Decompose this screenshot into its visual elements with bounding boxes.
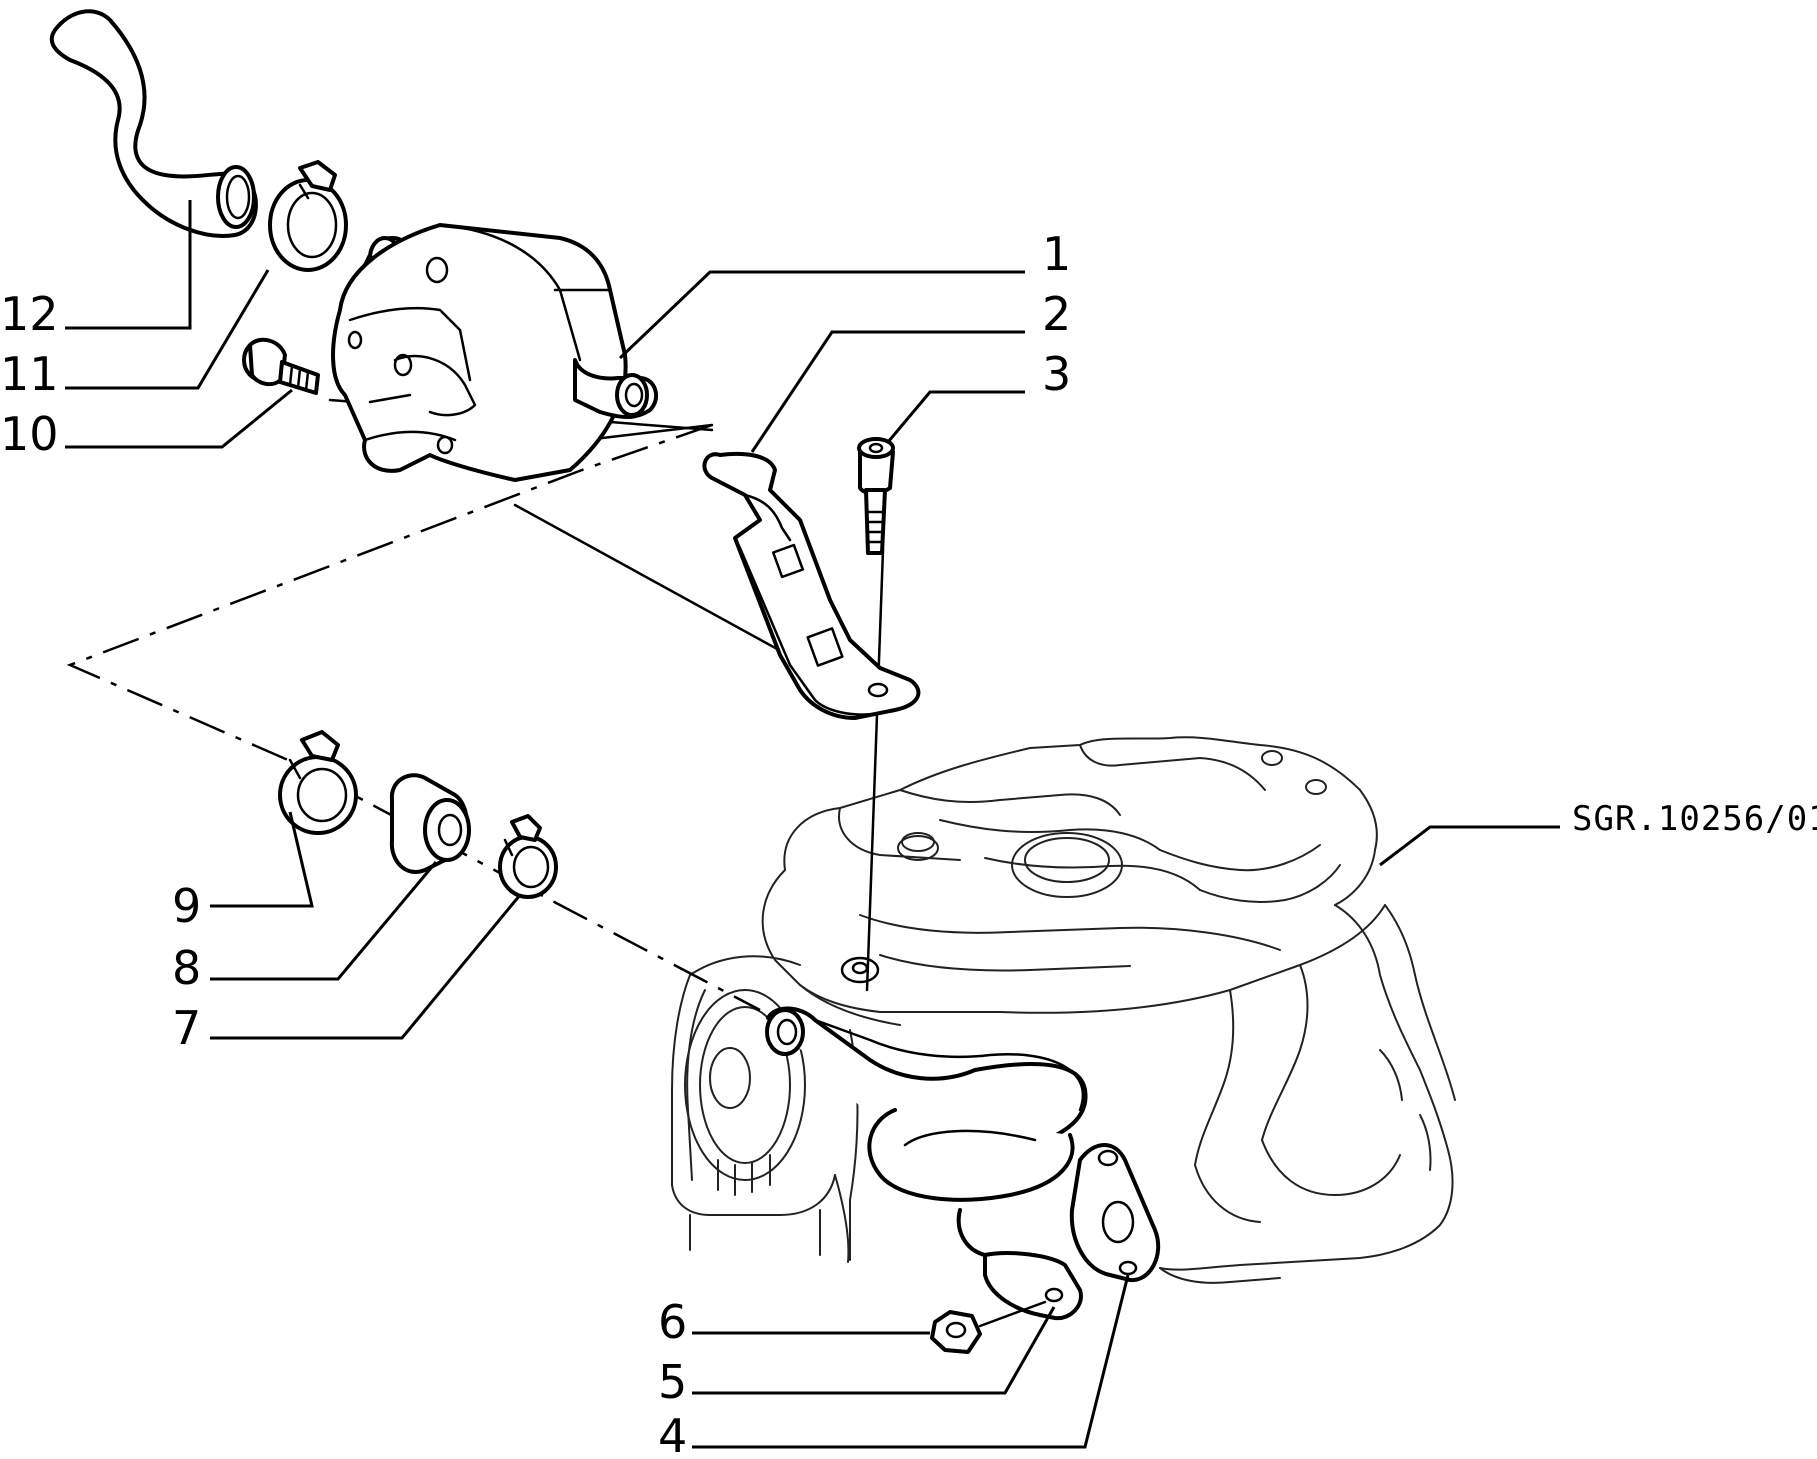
- callout-7: 7: [172, 1001, 201, 1055]
- valve-housing-part-1: [331, 223, 659, 482]
- bracket-part-2: [702, 451, 921, 720]
- leader-lines: [65, 200, 1560, 1449]
- sleeve-part-8: [389, 773, 471, 874]
- callout-11: 11: [0, 347, 59, 401]
- callout-3: 3: [1042, 347, 1071, 401]
- bolt-part-10: [242, 337, 320, 395]
- drawing-reference: SGR.10256/01: [1572, 799, 1817, 839]
- callout-4: 4: [658, 1409, 687, 1454]
- hose-clamp-part-11: [268, 160, 348, 272]
- callout-10: 10: [0, 407, 59, 461]
- hose-part-12: [49, 9, 258, 238]
- coiled-pipe: [765, 1006, 1088, 1260]
- hose-clamp-part-9: [278, 730, 358, 835]
- hose-clamp-part-7: [498, 814, 558, 899]
- callout-6: 6: [658, 1295, 687, 1349]
- nut-part-6: [930, 1300, 1047, 1354]
- callout-1: 1: [1042, 227, 1071, 281]
- callout-labels: 1 2 3 12 11 10 9 8 7 6 5 4 SGR.10256/01: [0, 227, 1817, 1459]
- callout-5: 5: [658, 1355, 687, 1409]
- screw-part-3: [840, 437, 895, 984]
- engine-block: [671, 736, 1456, 1284]
- callout-9: 9: [172, 879, 201, 933]
- callout-12: 12: [0, 287, 59, 341]
- screw-axis-line: [865, 548, 885, 992]
- callout-8: 8: [172, 941, 201, 995]
- flange-part-4: [983, 1143, 1161, 1321]
- callout-2: 2: [1042, 287, 1071, 341]
